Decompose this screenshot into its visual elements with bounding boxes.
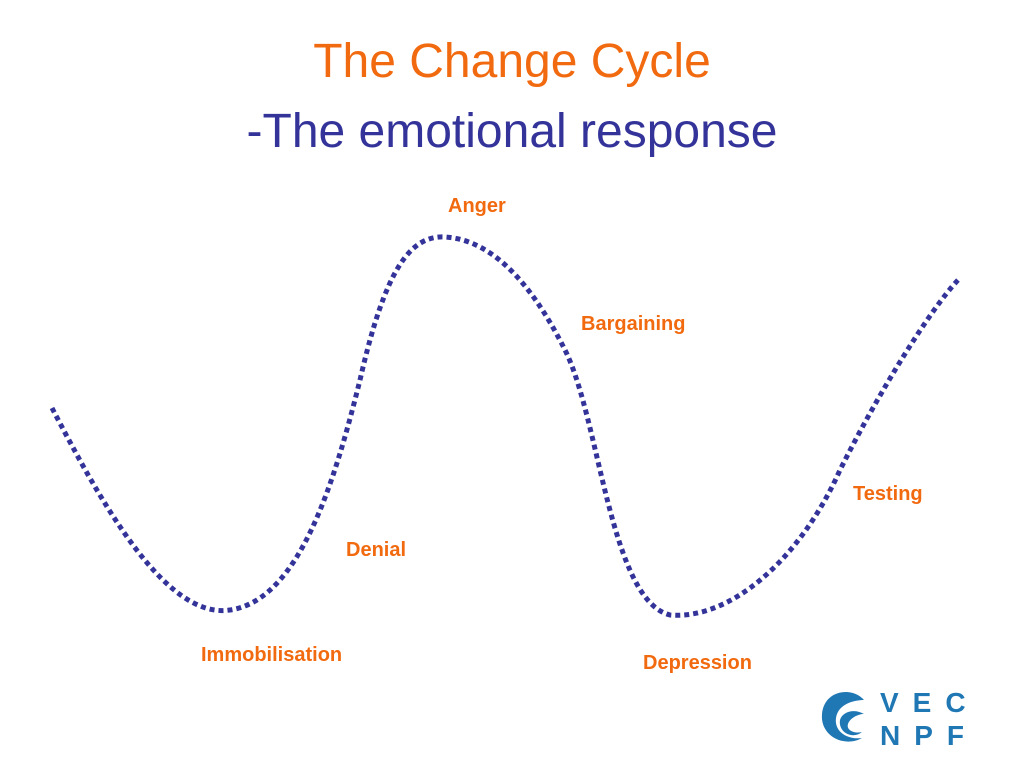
stage-label-bargaining: Bargaining	[581, 313, 686, 335]
vec-npf-logo: VEC NPF	[818, 684, 978, 754]
logo-text-line2: NPF	[880, 720, 978, 751]
slide-title: The Change Cycle	[313, 35, 711, 88]
stage-label-denial: Denial	[346, 539, 407, 561]
stage-label-anger: Anger	[448, 195, 506, 217]
stage-label-depression: Depression	[643, 652, 752, 674]
logo-swirl-icon	[821, 691, 864, 742]
stage-label-testing: Testing	[853, 483, 923, 505]
slide-subtitle: -The emotional response	[246, 105, 778, 158]
logo-text-line1: VEC	[880, 687, 980, 718]
emotional-response-curve	[49, 234, 960, 618]
stage-label-immobilisation: Immobilisation	[201, 644, 343, 666]
logo-letters: VEC NPF	[880, 686, 978, 752]
